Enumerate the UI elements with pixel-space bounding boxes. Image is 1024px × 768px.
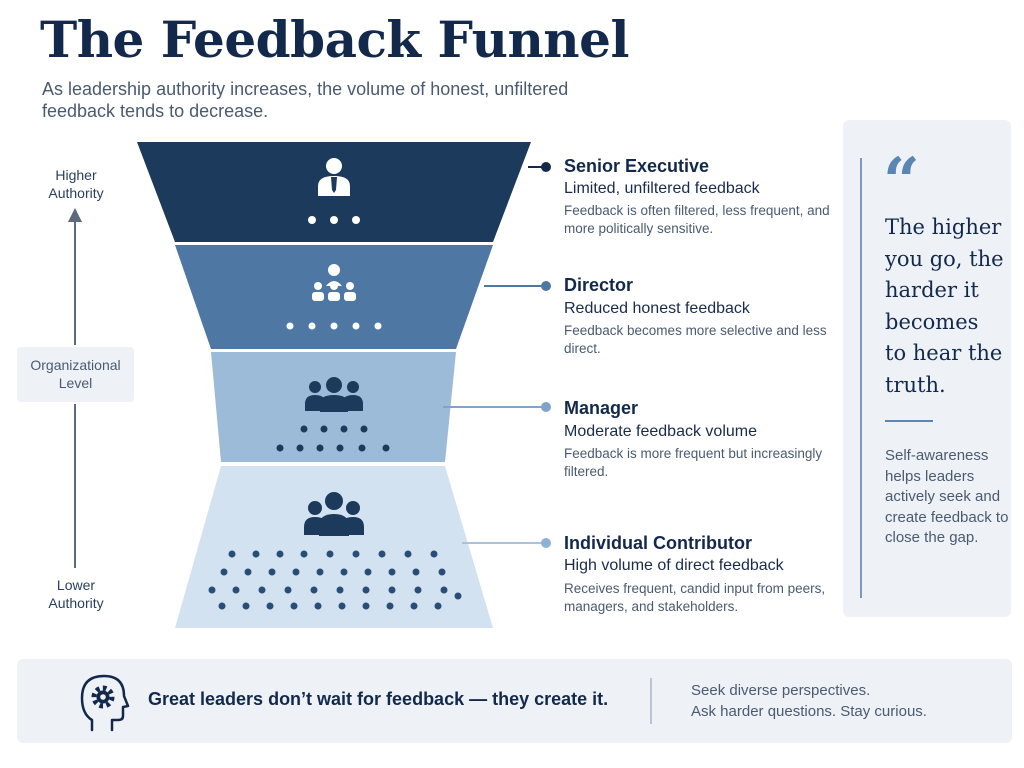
level-subtitle-senior-executive: Limited, unfiltered feedback bbox=[564, 180, 760, 197]
footer-side-line-2: Ask harder questions. Stay curious. bbox=[691, 703, 927, 720]
quote-accent-bar bbox=[860, 158, 862, 598]
level-description-manager: Feedback is more frequent but increasing… bbox=[564, 446, 823, 479]
level-subtitle-individual-contributor: High volume of direct feedback bbox=[564, 557, 784, 574]
head-gear-icon bbox=[80, 674, 130, 732]
feedback-dots bbox=[276, 425, 390, 452]
level-description-individual-contributor: Receives frequent, candid input from pee… bbox=[564, 581, 826, 614]
quote-divider bbox=[885, 420, 933, 422]
level-title-manager: Manager bbox=[564, 398, 639, 418]
level-description-director: Feedback becomes more selective and less… bbox=[564, 323, 827, 356]
funnel-level-individual-contributor bbox=[175, 466, 493, 628]
feedback-dots bbox=[286, 322, 382, 330]
funnel-level-director bbox=[175, 245, 493, 349]
quote-side-note: Self-awareness helps leaders actively se… bbox=[885, 447, 1009, 546]
level-title-senior-executive: Senior Executive bbox=[564, 156, 710, 176]
footer-main-message: Great leaders don’t wait for feedback — … bbox=[148, 689, 609, 709]
page-subtitle: As leadership authority increases, the v… bbox=[42, 79, 569, 121]
axis-arrow-up-icon bbox=[68, 208, 82, 222]
team-icon bbox=[312, 264, 356, 301]
axis-middle-label: Organizational Level bbox=[17, 347, 134, 402]
feedback-dots bbox=[308, 216, 360, 224]
quote-mark-icon: “ bbox=[883, 144, 920, 219]
feedback-dots bbox=[208, 550, 462, 610]
footer-side-line-1: Seek diverse perspectives. bbox=[691, 682, 871, 699]
quote-text: The higher you go, the harder it becomes… bbox=[885, 215, 1004, 397]
level-title-director: Director bbox=[564, 275, 634, 295]
axis-bottom-label: Lower Authority bbox=[48, 577, 104, 611]
funnel-level-senior-executive bbox=[137, 142, 531, 242]
funnel-level-manager bbox=[211, 352, 456, 462]
level-subtitle-director: Reduced honest feedback bbox=[564, 300, 750, 317]
connector-senior-executive bbox=[528, 162, 551, 172]
connector-manager bbox=[443, 402, 551, 412]
axis-top-label: Higher Authority bbox=[48, 167, 104, 201]
group-icon bbox=[304, 492, 364, 536]
connector-individual-contributor bbox=[462, 538, 551, 548]
connector-director bbox=[484, 281, 551, 291]
level-subtitle-manager: Moderate feedback volume bbox=[564, 423, 757, 440]
executive-icon bbox=[318, 158, 350, 196]
page-title: The Feedback Funnel bbox=[40, 10, 629, 69]
group-icon bbox=[305, 377, 363, 412]
footer-separator bbox=[650, 678, 652, 724]
quote-card bbox=[843, 120, 1011, 617]
axis-line-lower bbox=[74, 404, 76, 568]
axis-line-upper bbox=[74, 220, 76, 345]
level-description-senior-executive: Feedback is often filtered, less frequen… bbox=[564, 203, 830, 236]
level-title-individual-contributor: Individual Contributor bbox=[564, 533, 752, 553]
footer-banner bbox=[17, 659, 1012, 743]
